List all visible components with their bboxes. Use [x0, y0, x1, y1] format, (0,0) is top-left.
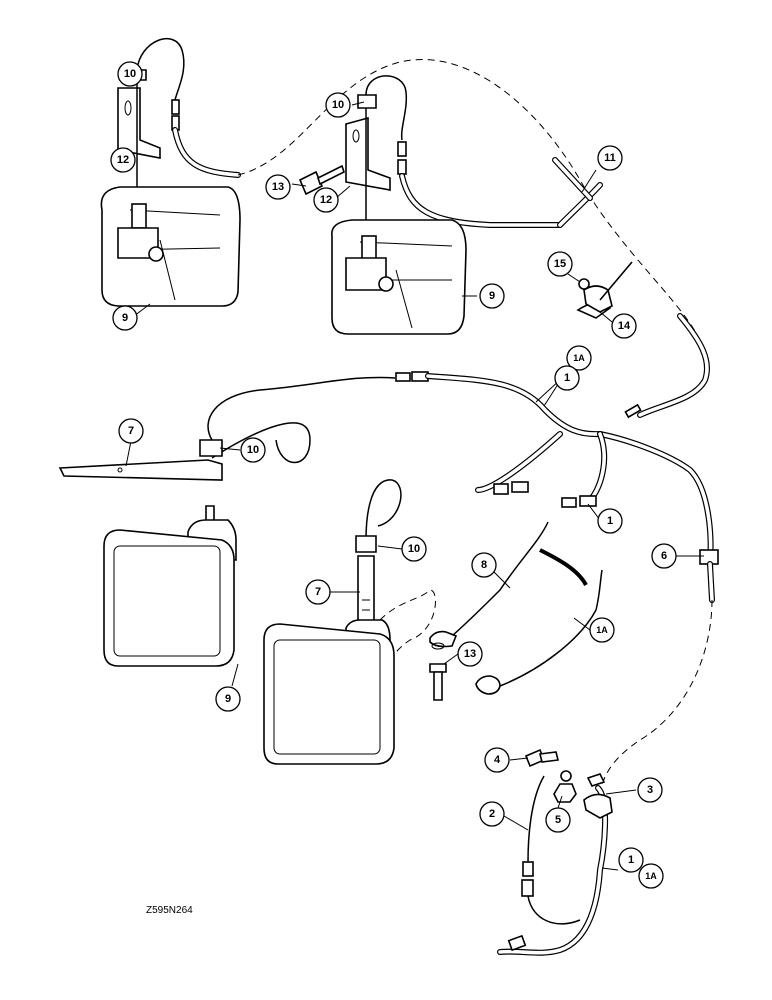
callout-15: 15 [547, 251, 573, 277]
svg-text:11: 11 [604, 152, 616, 164]
svg-text:15: 15 [554, 258, 566, 270]
callout-9: 9 [112, 305, 138, 331]
callout-10: 10 [401, 536, 427, 562]
svg-text:7: 7 [315, 586, 321, 598]
lower-right-lamp-assembly [263, 479, 436, 765]
drawing-code: Z595N264 [146, 905, 193, 916]
harness-routing [237, 59, 710, 419]
svg-text:13: 13 [464, 648, 476, 660]
callout-11: 11 [597, 145, 623, 171]
svg-text:5: 5 [555, 814, 561, 826]
work-lamp-lens [263, 623, 395, 765]
svg-text:6: 6 [661, 550, 667, 562]
callout-9: 9 [479, 283, 505, 309]
callout-10: 10 [240, 437, 266, 463]
callout-5: 5 [545, 807, 571, 833]
svg-text:9: 9 [122, 312, 128, 324]
lamp-wire [207, 376, 396, 441]
svg-text:10: 10 [124, 68, 136, 80]
callout-10: 10 [325, 92, 351, 118]
svg-text:2: 2 [489, 808, 495, 820]
upper-right-lamp-assembly [298, 75, 563, 335]
svg-text:9: 9 [225, 693, 231, 705]
callout-6: 6 [651, 543, 677, 569]
svg-text:4: 4 [494, 754, 501, 766]
lamp-wire [365, 75, 408, 141]
wire-grommet [199, 439, 223, 457]
svg-text:1: 1 [564, 372, 570, 384]
callout-7: 7 [305, 579, 331, 605]
lamp-bracket [345, 116, 391, 191]
callout-7: 7 [118, 418, 144, 444]
mounting-bracket [58, 459, 223, 481]
bolt [429, 663, 447, 673]
callout-1: 1 [618, 847, 644, 873]
wire-grommet [355, 535, 377, 553]
callout-4: 4 [484, 747, 510, 773]
svg-text:14: 14 [618, 320, 631, 332]
callout-12: 12 [110, 147, 136, 173]
callout-1: 1 [597, 508, 623, 534]
leader-lines [117, 73, 704, 871]
harness-clip-assembly [576, 261, 633, 319]
callout-1a: 1A [566, 345, 592, 371]
lamp-wire [136, 38, 185, 101]
svg-text:10: 10 [408, 543, 420, 555]
main-wiring-harness [207, 371, 719, 801]
harness-clamp [583, 793, 613, 819]
svg-text:9: 9 [489, 290, 495, 302]
lower-left-lamp-assembly [58, 439, 237, 667]
svg-text:1A: 1A [596, 625, 608, 635]
svg-text:1A: 1A [645, 871, 657, 881]
callout-13: 13 [457, 641, 483, 667]
svg-text:12: 12 [117, 154, 129, 166]
callout-1: 1 [554, 365, 580, 391]
callout-1a: 1A [589, 617, 615, 643]
callout-8: 8 [471, 552, 497, 578]
lower-harness-clamp-assembly [497, 748, 613, 956]
svg-text:12: 12 [320, 194, 332, 206]
wire-grommet [357, 94, 377, 109]
svg-text:8: 8 [481, 559, 487, 571]
svg-text:13: 13 [272, 181, 284, 193]
svg-text:1: 1 [607, 515, 613, 527]
ground-cables [429, 521, 603, 701]
svg-text:3: 3 [647, 784, 653, 796]
bolt [298, 170, 324, 196]
callout-1a: 1A [638, 863, 664, 889]
svg-text:10: 10 [247, 444, 259, 456]
nut [553, 783, 577, 803]
callout-10: 10 [117, 61, 143, 87]
svg-text:1A: 1A [573, 353, 585, 363]
callout-14: 14 [611, 313, 637, 339]
callout-3: 3 [637, 777, 663, 803]
lamp-wire [365, 479, 402, 541]
callout-9: 9 [215, 686, 241, 712]
callout-2: 2 [479, 801, 505, 827]
svg-text:1: 1 [628, 854, 634, 866]
callout-13: 13 [265, 174, 291, 200]
svg-text:7: 7 [128, 425, 134, 437]
work-lamp-lens [103, 529, 235, 667]
upper-left-lamp-assembly [100, 38, 241, 307]
callout-12: 12 [313, 187, 339, 213]
svg-text:10: 10 [332, 99, 344, 111]
